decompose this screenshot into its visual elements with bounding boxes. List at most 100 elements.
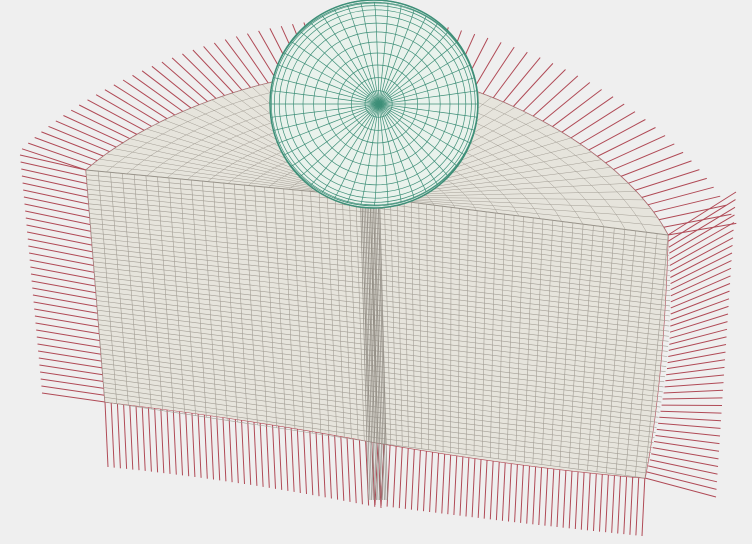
mesh-line (378, 198, 386, 445)
infinite-ray (87, 99, 145, 131)
infinite-ray (522, 69, 566, 112)
mesh-line (103, 387, 378, 428)
infinite-ray (667, 222, 737, 236)
sphere-meridian (378, 90, 478, 105)
infinite-ray (410, 447, 415, 510)
infinite-ray (28, 142, 92, 166)
infinite-ray (641, 177, 707, 198)
infinite-ray (599, 469, 603, 532)
mesh-line (99, 334, 376, 372)
sphere-meridian (321, 15, 380, 105)
infinite-ray (561, 96, 614, 133)
infinite-ray (669, 214, 735, 254)
infinite-ray (141, 405, 146, 471)
refined-mesh-line (374, 196, 384, 501)
infinite-ray (30, 266, 95, 280)
mesh-line (587, 226, 605, 471)
mesh-line (93, 266, 374, 300)
mesh-line (373, 299, 669, 337)
infinite-ray (465, 454, 470, 517)
mesh-line (376, 396, 656, 433)
infinite-ray (27, 231, 93, 246)
infinite-ray (296, 427, 301, 494)
mesh-line (98, 324, 376, 362)
mesh-line (541, 220, 554, 465)
infinite-ray (646, 471, 717, 490)
mesh-line (370, 217, 670, 256)
infinite-ray (495, 458, 500, 521)
infinite-ray (358, 439, 363, 505)
infinite-ray (132, 74, 184, 113)
infinite-ray (482, 46, 515, 95)
mesh-line (370, 201, 669, 241)
mesh-line (254, 185, 268, 427)
infinite-ray (23, 196, 90, 212)
mesh-line (373, 294, 670, 332)
mesh-line (104, 392, 378, 434)
refined-mesh-line (371, 196, 380, 501)
infinite-ray (31, 280, 97, 294)
mesh-line (326, 192, 338, 437)
sphere-meridian (283, 103, 380, 156)
infinite-ray (605, 135, 666, 164)
mesh-line (292, 189, 305, 432)
infinite-ray (666, 359, 726, 370)
infinite-ray (185, 411, 190, 477)
mesh-line (110, 172, 129, 406)
sphere-meridian (333, 103, 380, 199)
sphere-meridian (300, 103, 380, 177)
infinite-ray (141, 70, 192, 109)
infinite-ray (596, 127, 656, 157)
mesh-line (191, 179, 207, 418)
mesh-line (532, 219, 544, 464)
mesh-line (644, 234, 669, 479)
infinite-ray (670, 260, 732, 291)
infinite-ray (526, 461, 531, 524)
infinite-ray (551, 89, 602, 128)
infinite-ray (34, 137, 98, 162)
infinite-ray (32, 287, 97, 301)
mesh-line (95, 290, 375, 326)
infinite-ray (471, 455, 476, 518)
mesh-line (457, 208, 460, 454)
infinite-ray (550, 464, 555, 527)
mesh-line (179, 178, 196, 416)
mesh-line (283, 188, 296, 431)
mesh-line (376, 406, 654, 443)
mesh-line (87, 189, 371, 218)
sphere-meridian (378, 103, 448, 177)
infinite-ray (574, 466, 579, 530)
mesh-line (87, 193, 371, 223)
sphere-meridian (378, 23, 438, 105)
infinite-ray (182, 53, 226, 97)
infinite-ray (512, 63, 554, 107)
solid-left-face (86, 170, 378, 443)
mesh-line (465, 209, 469, 455)
infinite-ray (649, 459, 718, 475)
infinite-ray (39, 364, 103, 376)
infinite-ray (129, 404, 134, 470)
mesh-line (374, 345, 665, 383)
infinite-ray (38, 350, 102, 362)
infinite-ray (26, 224, 92, 239)
infinite-ray (429, 449, 434, 513)
mesh-line (103, 382, 378, 423)
infinite-ray (648, 465, 718, 483)
infinite-ray (272, 423, 276, 489)
mesh-line (223, 183, 238, 422)
infinite-ray (520, 460, 525, 523)
mesh-line (101, 363, 377, 403)
mesh-line (377, 437, 647, 474)
infinite-ray (613, 143, 675, 171)
mesh-line (318, 192, 330, 436)
sphere-meridian (300, 31, 380, 105)
infinite-ray (658, 422, 721, 429)
mesh-line (100, 343, 377, 382)
mesh-line (98, 319, 376, 357)
sphere-meridian (360, 103, 380, 206)
infinite-ray (210, 414, 214, 480)
solid-right-face (370, 197, 668, 478)
infinite-ray (160, 408, 165, 474)
sphere-meridian (378, 103, 415, 199)
